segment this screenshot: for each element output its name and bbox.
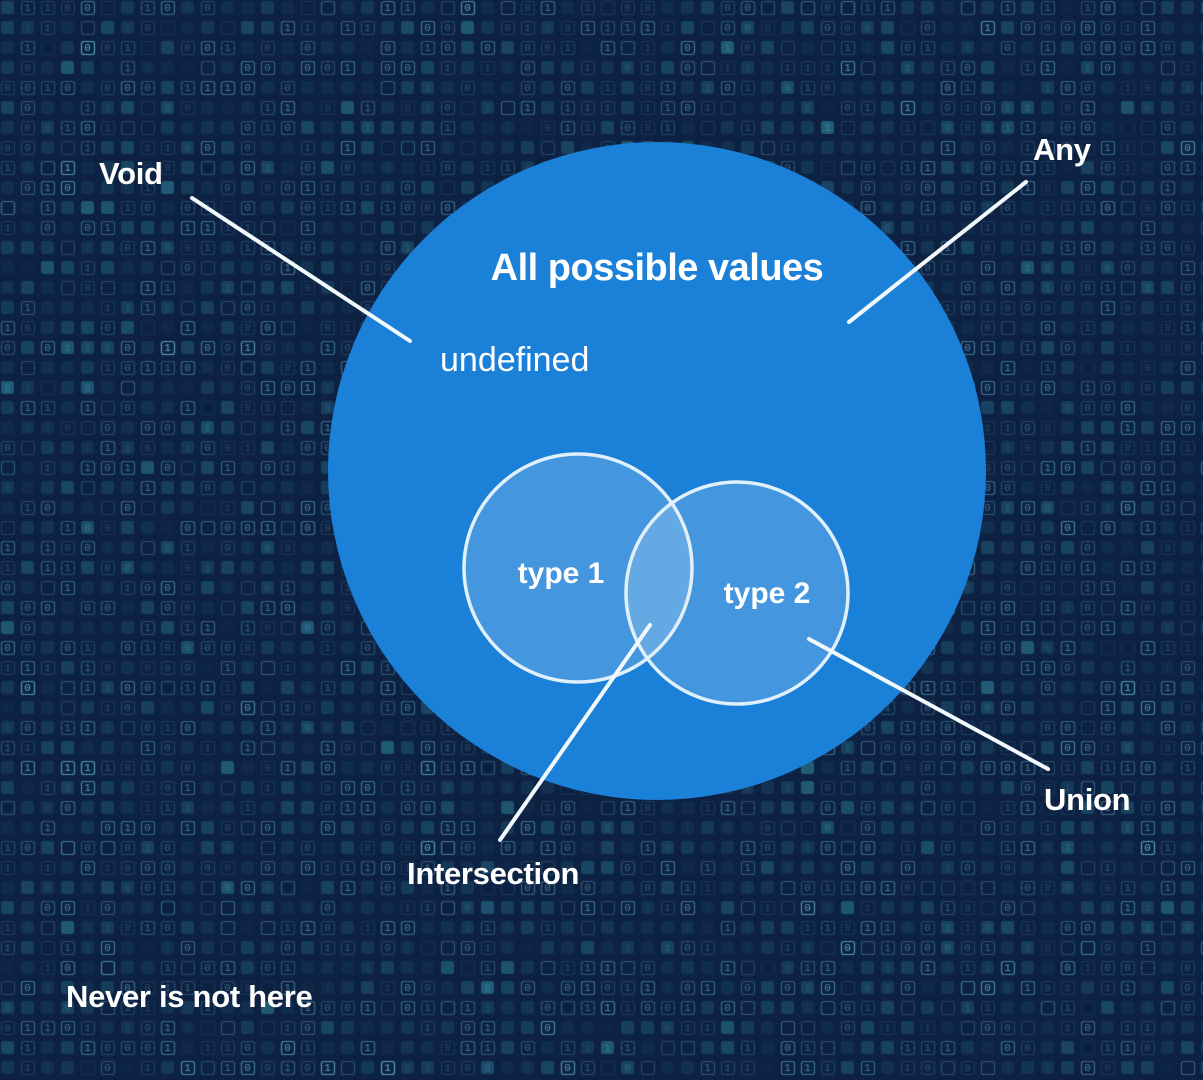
- type1-label: type 1: [518, 557, 605, 590]
- never-label: Never is not here: [66, 979, 313, 1014]
- type2-circle-fill: [626, 482, 848, 704]
- any-connector-line: [847, 180, 1028, 324]
- union-label: Union: [1044, 782, 1130, 817]
- intersection-connector-line: [498, 623, 652, 842]
- union-connector-line: [807, 637, 1050, 771]
- void-connector-line: [190, 196, 412, 343]
- type1-circle-fill: [464, 454, 692, 682]
- type2-label: type 2: [724, 577, 811, 610]
- all-values-title: All possible values: [491, 247, 824, 289]
- undefined-label: undefined: [440, 341, 589, 379]
- type2-circle-outline: [624, 480, 850, 706]
- intersection-label: Intersection: [407, 856, 579, 891]
- type1-circle-outline: [462, 452, 694, 684]
- all-values-circle: [328, 142, 986, 800]
- void-label: Void: [99, 156, 163, 191]
- any-label: Any: [1033, 132, 1092, 167]
